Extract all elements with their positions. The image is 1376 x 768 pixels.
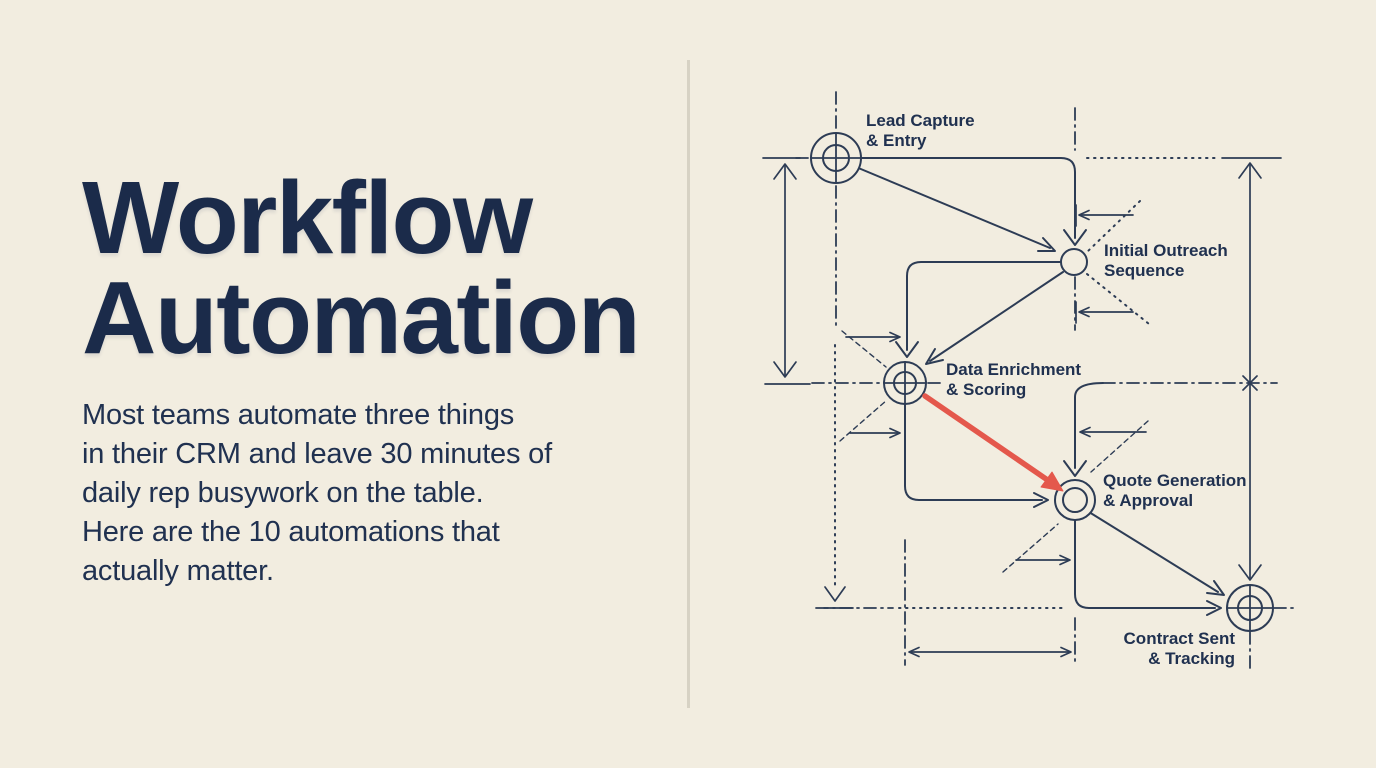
label-line: & Tracking — [1148, 649, 1235, 668]
label-initial-outreach: Initial Outreach Sequence — [1104, 241, 1228, 281]
intro-paragraph: Most teams automate three things in thei… — [82, 396, 642, 591]
label-quote-generation: Quote Generation & Approval — [1103, 471, 1247, 511]
node-circle-contract-sent — [1226, 584, 1274, 632]
flow-connectors — [855, 157, 1225, 616]
construction-dotted — [834, 157, 1217, 609]
highlight-arrowhead — [1040, 471, 1064, 492]
arrowhead — [824, 586, 846, 602]
page-title: Workflow Automation — [82, 160, 641, 375]
intro-line: Most teams automate three things — [82, 399, 515, 431]
connector-centerline-to-quote — [1074, 382, 1104, 469]
panel-divider — [687, 60, 690, 708]
node-inner-ring — [1062, 487, 1088, 513]
arrowhead — [889, 427, 901, 439]
label-line: Quote Generation — [1103, 471, 1247, 490]
label-line: Lead Capture — [866, 111, 975, 130]
dashed-diagonal — [1090, 420, 1149, 473]
label-line: & Scoring — [946, 380, 1027, 399]
dotted-line — [1086, 200, 1141, 253]
arrowhead — [773, 163, 797, 180]
flow-nodes — [810, 132, 1274, 632]
connector-outreach-to-enrichment-diagonal — [929, 271, 1064, 362]
arrowhead — [1063, 460, 1087, 477]
connector-lead-to-outreach-diagonal — [855, 166, 1051, 249]
arrowhead — [925, 348, 944, 365]
centerlines-dash-dot — [795, 91, 1296, 671]
node-circle-initial-outreach — [1060, 248, 1088, 276]
arrowhead — [1033, 492, 1049, 508]
label-line: Initial Outreach — [1104, 241, 1228, 260]
arrowhead — [895, 341, 919, 358]
arrowhead — [889, 331, 901, 343]
label-line: Contract Sent — [1123, 629, 1235, 648]
label-data-enrichment: Data Enrichment & Scoring — [946, 360, 1081, 400]
arrowhead — [1059, 554, 1071, 566]
highlight-arrow-shaft — [922, 393, 1052, 484]
node-circle-quote-generation — [1054, 479, 1096, 521]
arrowhead — [1238, 162, 1262, 179]
intro-line: in their CRM and leave 30 minutes of — [82, 438, 552, 470]
arrowhead — [1079, 426, 1091, 438]
label-line: Sequence — [1104, 261, 1185, 280]
intro-line: actually matter. — [82, 555, 274, 587]
arrowhead — [908, 646, 920, 658]
node-circle-lead-capture — [810, 132, 862, 184]
connector-lead-to-outreach-routed — [860, 157, 1076, 239]
label-line: Data Enrichment — [946, 360, 1082, 379]
cross-tick — [1242, 375, 1258, 391]
arrowhead — [1063, 229, 1087, 246]
connector-outreach-to-enrichment-routed — [906, 261, 1062, 351]
arrowhead — [1206, 600, 1222, 616]
arrowhead — [1238, 564, 1262, 581]
label-contract-sent: Contract Sent & Tracking — [1124, 629, 1235, 669]
intro-line: daily rep busywork on the table. — [82, 477, 484, 509]
arrowhead — [1037, 237, 1056, 252]
connector-quote-to-contract-diagonal — [1088, 511, 1219, 593]
dashed-diagonal — [1002, 523, 1059, 573]
node-circle-data-enrichment — [883, 361, 927, 405]
arrowhead — [1060, 646, 1072, 658]
dimension-lines — [762, 157, 1282, 658]
page-title-line-2: Automation — [82, 260, 641, 375]
node-ring — [1060, 248, 1088, 276]
label-lead-capture: Lead Capture & Entry — [866, 111, 975, 151]
label-line: & Entry — [866, 131, 927, 150]
connector-quote-to-contract-routed — [1074, 520, 1216, 609]
page-title-line-1: Workflow — [82, 160, 533, 275]
highlight-arrow-enrichment-to-quote — [922, 393, 1064, 492]
arrowhead — [1078, 306, 1090, 318]
arrowhead — [773, 361, 797, 378]
arrowhead — [1206, 580, 1225, 596]
connector-enrichment-to-quote-routed — [904, 403, 1043, 501]
label-line: & Approval — [1103, 491, 1194, 510]
dashed-diagonal — [839, 399, 888, 442]
arrowhead — [1078, 209, 1090, 221]
intro-line: Here are the 10 automations that — [82, 516, 500, 548]
dotted-line — [1086, 273, 1150, 325]
